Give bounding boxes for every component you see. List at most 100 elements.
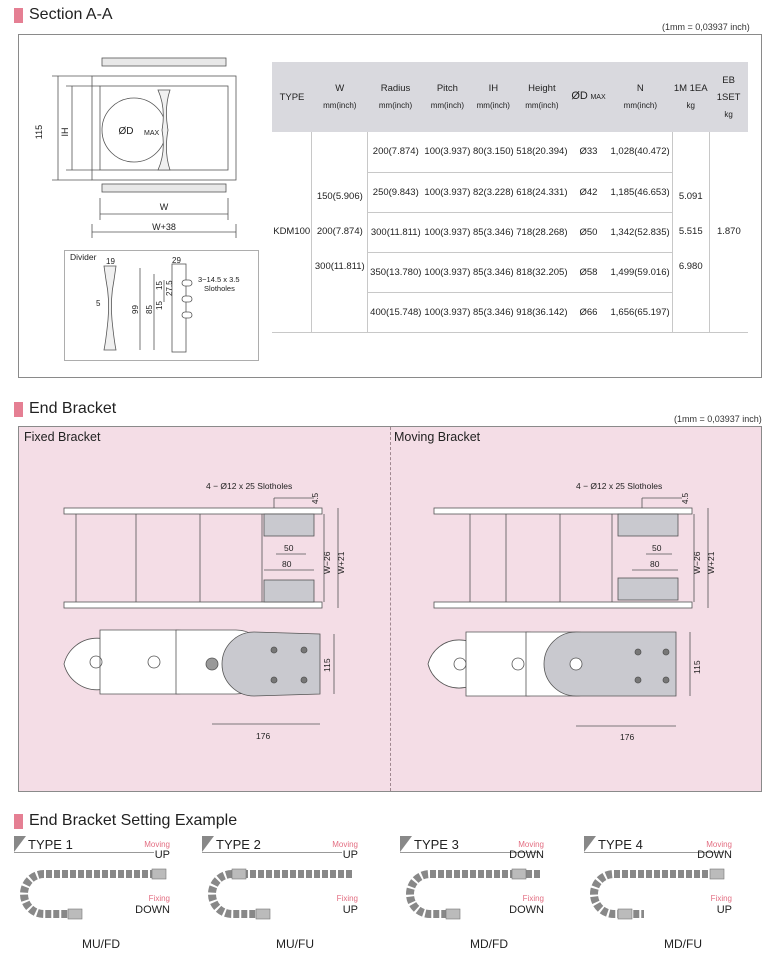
moving-dim-w21: W+21 bbox=[706, 551, 716, 574]
end-bracket-heading: End Bracket bbox=[14, 400, 116, 418]
fixed-slot-label: 4 − Ø12 x 25 Slotholes bbox=[206, 481, 292, 491]
dmax-cell: Ø42 bbox=[568, 172, 609, 213]
type-flag: TYPE 2 bbox=[202, 836, 261, 852]
type-4-code: MD/FU bbox=[664, 937, 702, 951]
divider-dim-19: 19 bbox=[106, 257, 115, 266]
divider-slot-label-2: Slotholes bbox=[204, 284, 235, 293]
fixing-value: UP bbox=[716, 904, 732, 916]
weight-values-cell: 5.091 5.515 6.980 bbox=[671, 132, 710, 333]
setting-heading: End Bracket Setting Example bbox=[14, 812, 237, 830]
radius-cell: 200(7.874) bbox=[367, 132, 424, 173]
type-1-code: MU/FD bbox=[82, 937, 120, 951]
table-row: 400(15.748) 100(3.937) 85(3.346) 918(36.… bbox=[272, 292, 748, 333]
fixed-bracket-drawing: 4 − Ø12 x 25 Slotholes 4.5 50 80 W−26 W+… bbox=[63, 481, 346, 741]
fixing-value: UP bbox=[342, 904, 358, 916]
dim-ih-label: IH bbox=[60, 128, 70, 137]
n-cell: 1,342(52.835) bbox=[608, 212, 673, 253]
section-marker bbox=[14, 7, 23, 23]
th-dmax: ØD MAX bbox=[568, 62, 609, 132]
moving-dim-4-5: 4.5 bbox=[681, 492, 690, 504]
type-flag: TYPE 4 bbox=[584, 836, 643, 852]
moving-bracket-drawing: 4 − Ø12 x 25 Slotholes 4.5 50 80 W−26 W+… bbox=[427, 481, 716, 742]
chain-diagram-icon bbox=[20, 868, 167, 920]
w-value: 300(11.811) bbox=[314, 261, 365, 273]
divider-dim-15b: 15 bbox=[155, 281, 164, 290]
type-2-code: MU/FU bbox=[276, 937, 314, 951]
dmax-cell: Ø66 bbox=[568, 292, 609, 333]
dmax-cell: Ø58 bbox=[568, 252, 609, 293]
ih-cell: 85(3.346) bbox=[471, 292, 516, 333]
dmax-sub-label: MAX bbox=[144, 130, 160, 137]
setting-type-1: TYPE 1 Moving UP Fixing DOWN bbox=[14, 836, 189, 936]
fixing-value: DOWN bbox=[135, 904, 170, 916]
moving-caption: Moving bbox=[144, 840, 170, 849]
divider-dim-99: 99 bbox=[131, 305, 140, 314]
fixed-dim-50: 50 bbox=[284, 543, 294, 553]
type-label: TYPE 4 bbox=[598, 836, 643, 852]
dim-w38-label: W+38 bbox=[152, 222, 176, 232]
section-a-unit-note: (1mm = 0,03937 inch) bbox=[662, 22, 750, 32]
moving-value: UP bbox=[154, 849, 170, 861]
chain-diagram-icon bbox=[208, 868, 352, 920]
dim-w-label: W bbox=[160, 202, 169, 212]
setting-type-4: TYPE 4 Moving DOWN Fixing UP bbox=[584, 836, 759, 936]
weight-value: 5.091 bbox=[678, 191, 703, 203]
dmax-label: ØD bbox=[119, 126, 134, 137]
moving-slot-label: 4 − Ø12 x 25 Slotholes bbox=[576, 481, 662, 491]
setting-title: End Bracket Setting Example bbox=[29, 812, 238, 829]
divider-slot-label: 3−14.5 x 3.5 bbox=[198, 275, 240, 284]
fixing-caption: Fixing bbox=[522, 894, 544, 903]
fixing-caption: Fixing bbox=[336, 894, 358, 903]
section-a-title: Section A-A bbox=[29, 6, 113, 23]
chain-diagram-icon bbox=[406, 868, 540, 920]
th-type: TYPE bbox=[272, 62, 312, 132]
moving-dim-w26: W−26 bbox=[692, 551, 702, 574]
moving-bracket-title: Moving Bracket bbox=[394, 430, 481, 444]
radius-cell: 350(13.780) bbox=[367, 252, 424, 293]
fixed-dim-4-5: 4.5 bbox=[311, 492, 320, 504]
fixed-bracket-title: Fixed Bracket bbox=[24, 430, 101, 444]
height-cell: 818(32.205) bbox=[515, 252, 569, 293]
moving-dim-176: 176 bbox=[620, 732, 634, 742]
divider-dim-27-5: 27.5 bbox=[165, 280, 174, 296]
moving-caption: Moving bbox=[518, 840, 544, 849]
fixed-dim-w26: W−26 bbox=[322, 551, 332, 574]
weight-value: 6.980 bbox=[678, 261, 703, 273]
table-row: 250(9.843) 100(3.937) 82(3.228) 618(24.3… bbox=[272, 172, 748, 213]
moving-dim-50: 50 bbox=[652, 543, 662, 553]
radius-cell: 250(9.843) bbox=[367, 172, 424, 213]
dim-115-label: 115 bbox=[34, 125, 44, 139]
height-cell: 918(36.142) bbox=[515, 292, 569, 333]
height-cell: 618(24.331) bbox=[515, 172, 569, 213]
pitch-cell: 100(3.937) bbox=[423, 132, 472, 173]
divider-dim-29: 29 bbox=[172, 256, 181, 265]
fixing-caption: Fixing bbox=[710, 894, 732, 903]
type-label: TYPE 1 bbox=[28, 836, 73, 852]
dmax-cell: Ø50 bbox=[568, 212, 609, 253]
fixed-dim-176: 176 bbox=[256, 731, 270, 741]
n-cell: 1,499(59.016) bbox=[608, 252, 673, 293]
divider-dim-85: 85 bbox=[145, 305, 154, 314]
moving-caption: Moving bbox=[332, 840, 358, 849]
weight-value: 5.515 bbox=[678, 226, 703, 238]
moving-value: DOWN bbox=[509, 849, 544, 861]
section-a-heading: Section A-A bbox=[14, 6, 113, 24]
w-value: 150(5.906) bbox=[316, 191, 363, 203]
setting-type-2: TYPE 2 Moving UP Fixing UP bbox=[202, 836, 377, 936]
ih-cell: 80(3.150) bbox=[471, 132, 516, 173]
type-cell: KDM100 bbox=[272, 132, 312, 333]
setting-type-3: TYPE 3 Moving DOWN Fixing DOWN bbox=[400, 836, 575, 936]
height-cell: 718(28.268) bbox=[515, 212, 569, 253]
type-label: TYPE 2 bbox=[216, 836, 261, 852]
end-bracket-title: End Bracket bbox=[29, 400, 117, 417]
eb-value-cell: 1.870 bbox=[709, 132, 748, 333]
